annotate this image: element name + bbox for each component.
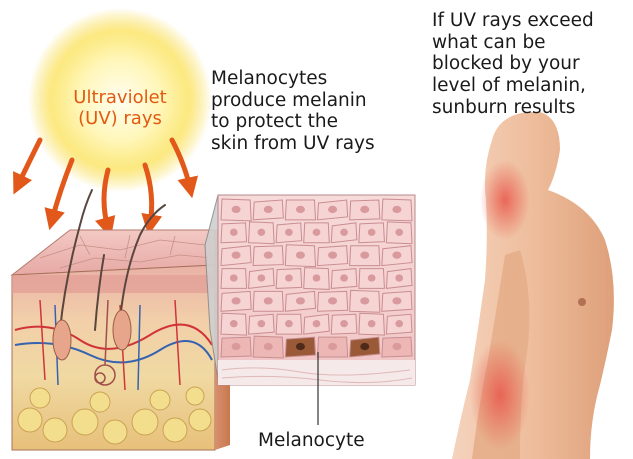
melanocytes-text-line: Melanocytes <box>211 68 421 90</box>
sunburn-text-line: level of melanin, <box>432 75 632 97</box>
sunburn-text-line: sunburn results <box>432 97 632 119</box>
sunburn-text-line: blocked by your <box>432 53 632 75</box>
cell-nucleus <box>296 343 305 350</box>
cell-nucleus <box>395 274 403 281</box>
cell-nucleus <box>285 274 293 281</box>
cell-nucleus <box>264 206 273 213</box>
cell-nucleus <box>368 274 376 281</box>
cell-nucleus <box>257 320 265 327</box>
cell-nucleus <box>360 206 369 213</box>
cell-nucleus <box>232 251 241 258</box>
cell-nucleus <box>230 229 238 236</box>
cell-nucleus <box>296 251 305 258</box>
cell-nucleus <box>232 206 241 213</box>
cell-nucleus <box>313 229 321 236</box>
cell-nucleus <box>328 206 337 213</box>
nipple <box>578 298 586 306</box>
sunburn-text: If UV rays exceedwhat can beblocked by y… <box>432 10 632 118</box>
skin-block <box>12 190 230 450</box>
cell-nucleus <box>395 320 403 327</box>
cell-closeup <box>218 195 415 385</box>
cell-nucleus <box>232 297 241 304</box>
uv-label-line: Ultraviolet <box>50 87 190 108</box>
cell-nucleus <box>264 297 273 304</box>
cell-nucleus <box>313 320 321 327</box>
cell-nucleus <box>264 343 273 350</box>
sunburn-neck <box>480 160 530 240</box>
cell-nucleus <box>328 343 337 350</box>
cell-nucleus <box>328 251 337 258</box>
cell-nucleus <box>230 320 238 327</box>
cell-nucleus <box>296 297 305 304</box>
cell-nucleus <box>368 229 376 236</box>
cell-nucleus <box>257 274 265 281</box>
cell-nucleus <box>392 297 401 304</box>
uv-label-line: (UV) rays <box>50 108 190 129</box>
cell-nucleus <box>340 229 348 236</box>
cell-nucleus <box>392 206 401 213</box>
uv-label: Ultraviolet(UV) rays <box>50 87 190 129</box>
cell-nucleus <box>313 274 321 281</box>
sunburn-text-line: what can be <box>432 32 632 54</box>
cell-nucleus <box>257 229 265 236</box>
cell-nucleus <box>395 229 403 236</box>
cell-nucleus <box>328 297 337 304</box>
cell-nucleus <box>360 251 369 258</box>
cell-nucleus <box>296 206 305 213</box>
melanocyte-label: Melanocyte <box>258 430 388 452</box>
cell-nucleus <box>360 343 369 350</box>
cell-nucleus <box>360 297 369 304</box>
cell-nucleus <box>264 251 273 258</box>
cell-nucleus <box>392 251 401 258</box>
cell-nucleus <box>392 343 401 350</box>
human-torso <box>452 112 614 459</box>
cell-nucleus <box>232 343 241 350</box>
uv-arrow <box>104 170 108 228</box>
melanocytes-text: Melanocytesproduce melaninto protect the… <box>211 68 421 155</box>
cell-nucleus <box>285 320 293 327</box>
cell-nucleus <box>285 229 293 236</box>
uv-arrow <box>18 140 40 185</box>
cell-nucleus <box>340 320 348 327</box>
melanocytes-text-line: produce melanin <box>211 90 421 112</box>
sunburn-text-line: If UV rays exceed <box>432 10 632 32</box>
melanocytes-text-line: to protect the <box>211 111 421 133</box>
cell-nucleus <box>230 274 238 281</box>
cell-nucleus <box>340 274 348 281</box>
epidermis-layer <box>12 275 215 293</box>
cell-nucleus <box>368 320 376 327</box>
sunburn-arm <box>470 340 530 450</box>
melanocytes-text-line: skin from UV rays <box>211 133 421 155</box>
